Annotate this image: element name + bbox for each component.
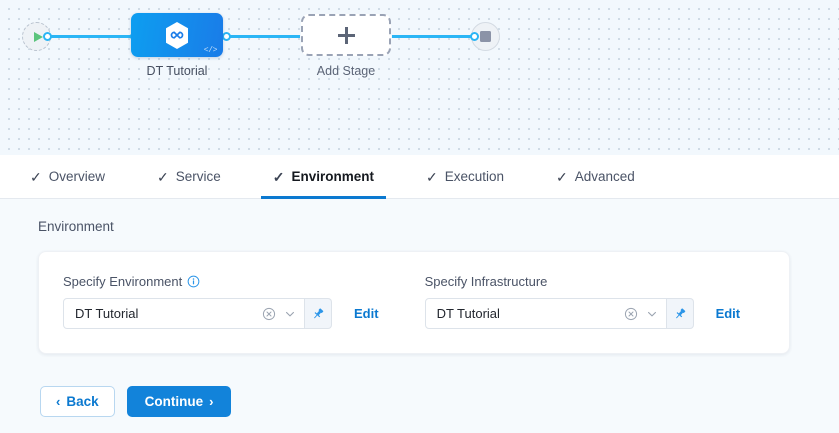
environment-edit-link[interactable]: Edit — [354, 306, 379, 321]
infrastructure-pin-button[interactable] — [666, 298, 694, 329]
continue-button[interactable]: Continue › — [126, 386, 232, 417]
tab-overview[interactable]: ✓ Overview — [18, 155, 117, 199]
chevron-left-icon: ‹ — [56, 394, 61, 409]
edge-add-to-end — [392, 35, 474, 38]
edge-start-to-stage — [46, 35, 136, 38]
pipeline-stage-node[interactable]: </> — [131, 13, 223, 57]
check-icon: ✓ — [157, 168, 169, 185]
specify-environment-label: Specify Environment — [63, 274, 183, 289]
tab-service-label: Service — [175, 169, 221, 184]
chevron-right-icon: › — [209, 394, 214, 409]
environment-panel: Environment Specify Environment DT Tutor… — [0, 199, 839, 433]
specify-environment-row: DT Tutorial — [63, 298, 379, 329]
environment-card: Specify Environment DT Tutorial — [38, 251, 790, 354]
specify-environment-label-row: Specify Environment — [63, 274, 379, 289]
tab-execution[interactable]: ✓ Execution — [414, 155, 516, 199]
chevron-down-icon[interactable] — [284, 308, 296, 320]
tab-environment[interactable]: ✓ Environment — [260, 155, 387, 199]
clear-circle-icon[interactable] — [624, 307, 638, 321]
clear-circle-icon[interactable] — [262, 307, 276, 321]
add-stage-label: Add Stage — [316, 64, 376, 78]
hexagon-infinity-icon — [166, 21, 188, 49]
back-button[interactable]: ‹ Back — [40, 386, 115, 417]
pin-icon — [314, 307, 324, 318]
wizard-footer: ‹ Back Continue › — [40, 386, 232, 417]
section-title: Environment — [38, 219, 114, 234]
plus-icon — [337, 26, 355, 44]
continue-button-label: Continue — [144, 394, 204, 409]
check-icon: ✓ — [30, 168, 42, 185]
infrastructure-select-value: DT Tutorial — [436, 306, 500, 321]
check-icon: ✓ — [272, 168, 285, 185]
specify-environment-group: Specify Environment DT Tutorial — [63, 274, 379, 329]
tab-environment-label: Environment — [291, 169, 374, 184]
check-icon: ✓ — [556, 168, 568, 185]
add-stage-button[interactable] — [301, 14, 391, 56]
chevron-down-icon[interactable] — [646, 308, 658, 320]
end-node-input-port[interactable] — [470, 32, 479, 41]
stage-output-port[interactable] — [222, 32, 231, 41]
step-tabs: ✓ Overview ✓ Service ✓ Environment ✓ Exe… — [0, 155, 839, 199]
start-node-output-port[interactable] — [43, 32, 52, 41]
environment-pin-button[interactable] — [305, 298, 332, 329]
stop-icon — [480, 31, 491, 42]
specify-infrastructure-label: Specify Infrastructure — [424, 274, 548, 289]
environment-select-value: DT Tutorial — [75, 306, 139, 321]
play-icon — [33, 31, 43, 42]
pipeline-stage-label: DT Tutorial — [146, 64, 208, 78]
check-icon: ✓ — [426, 168, 438, 185]
info-circle-icon[interactable] — [187, 275, 200, 288]
infrastructure-select[interactable]: DT Tutorial — [424, 298, 667, 329]
tab-advanced-label: Advanced — [574, 169, 635, 184]
specify-infrastructure-group: Specify Infrastructure DT Tutorial — [424, 274, 741, 329]
tab-advanced[interactable]: ✓ Advanced — [544, 155, 647, 199]
pipeline-canvas[interactable]: </> DT Tutorial Add Stage — [0, 0, 839, 155]
tab-service[interactable]: ✓ Service — [145, 155, 233, 199]
tab-overview-label: Overview — [48, 169, 105, 184]
infrastructure-edit-link[interactable]: Edit — [715, 306, 741, 321]
edge-stage-to-add — [228, 35, 300, 38]
back-button-label: Back — [66, 394, 99, 409]
specify-infrastructure-label-row: Specify Infrastructure — [425, 274, 741, 289]
specify-infrastructure-row: DT Tutorial — [424, 298, 741, 329]
tab-execution-label: Execution — [444, 169, 505, 184]
environment-select[interactable]: DT Tutorial — [63, 298, 305, 329]
code-glyph-icon: </> — [203, 46, 218, 55]
pin-icon — [675, 307, 685, 318]
